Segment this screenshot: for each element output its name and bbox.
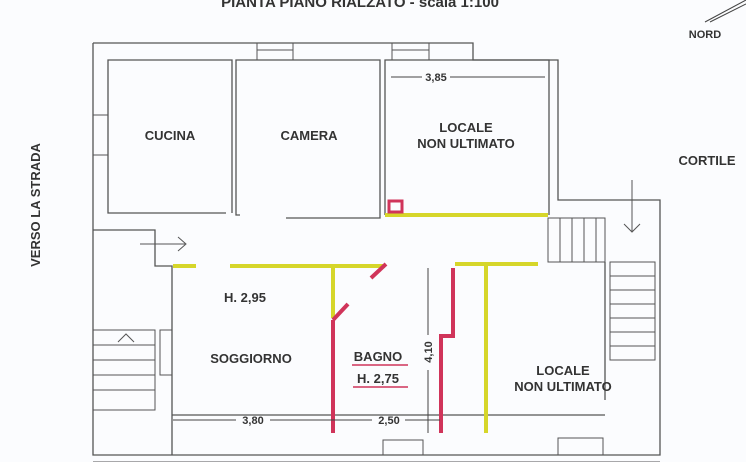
dimension-living-width: 3,80 bbox=[242, 415, 263, 427]
dimension-lines bbox=[173, 76, 545, 433]
room-label-kitchen: CUCINA bbox=[145, 128, 196, 143]
demolished-walls bbox=[331, 199, 455, 433]
plan-title: PIANTA PIANO RIALZATO - scala 1:100 bbox=[221, 0, 499, 11]
room-label-bedroom: CAMERA bbox=[280, 128, 338, 143]
courtyard-label: CORTILE bbox=[678, 153, 735, 168]
room-label-unfinished-bottom-2: NON ULTIMATO bbox=[514, 379, 612, 394]
street-label: VERSO LA STRADA bbox=[28, 143, 43, 267]
room-label-unfinished-top-1: LOCALE bbox=[439, 120, 493, 135]
dimension-bath-width: 2,50 bbox=[378, 415, 399, 427]
entrance-arrow-icon bbox=[117, 180, 641, 343]
room-label-unfinished-top-2: NON ULTIMATO bbox=[417, 136, 515, 151]
interior-walls bbox=[93, 59, 606, 455]
outer-walls bbox=[92, 42, 661, 462]
room-label-living: SOGGIORNO bbox=[210, 351, 292, 366]
stairs bbox=[92, 217, 656, 411]
north-label: NORD bbox=[689, 29, 721, 41]
room-label-bathroom: BAGNO bbox=[354, 349, 402, 364]
room-label-unfinished-bottom-1: LOCALE bbox=[536, 363, 590, 378]
bathroom-height-label: H. 2,75 bbox=[357, 371, 399, 386]
living-height-label: H. 2,95 bbox=[224, 290, 266, 305]
new-walls bbox=[173, 213, 548, 433]
north-arrow-icon bbox=[704, 0, 746, 23]
dimension-bath-depth: 4,10 bbox=[423, 341, 435, 362]
dimension-top-room-width: 3,85 bbox=[425, 72, 446, 84]
